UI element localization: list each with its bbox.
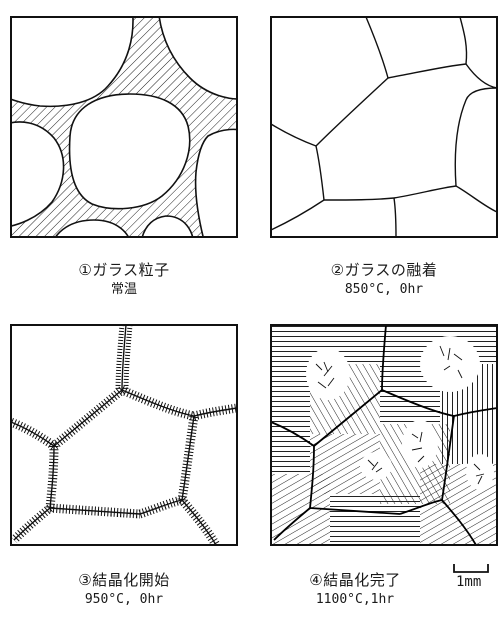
crystallization-start-diagram	[10, 324, 238, 546]
panel-crystallization-complete	[270, 324, 498, 546]
caption-condition: 950°C, 0hr	[84, 592, 164, 607]
caption-title: ②ガラスの融着	[330, 261, 438, 279]
caption-condition: 1100°C,1hr	[315, 592, 395, 607]
panel-crystallization-start	[10, 324, 238, 546]
glass-fusion-diagram	[270, 16, 498, 238]
caption-title: ④結晶化完了	[309, 571, 401, 589]
caption-title: ③結晶化開始	[78, 571, 170, 589]
crystallization-complete-diagram	[270, 324, 498, 546]
scale-bar	[453, 564, 489, 573]
caption-condition: 常温	[110, 282, 137, 297]
caption-title: ①ガラス粒子	[78, 261, 170, 279]
caption-condition: 850°C, 0hr	[344, 282, 424, 297]
caption-panel-2: ②ガラスの融着 850°C, 0hr	[270, 260, 498, 300]
panel-glass-particles	[10, 16, 238, 238]
glass-particles-diagram	[10, 16, 238, 238]
scale-bar-label: 1mm	[456, 574, 482, 590]
panel-glass-fusion	[270, 16, 498, 238]
caption-panel-1: ①ガラス粒子 常温	[10, 260, 238, 300]
caption-panel-4: ④結晶化完了 1100°C,1hr	[270, 570, 440, 610]
caption-panel-3: ③結晶化開始 950°C, 0hr	[10, 570, 238, 610]
